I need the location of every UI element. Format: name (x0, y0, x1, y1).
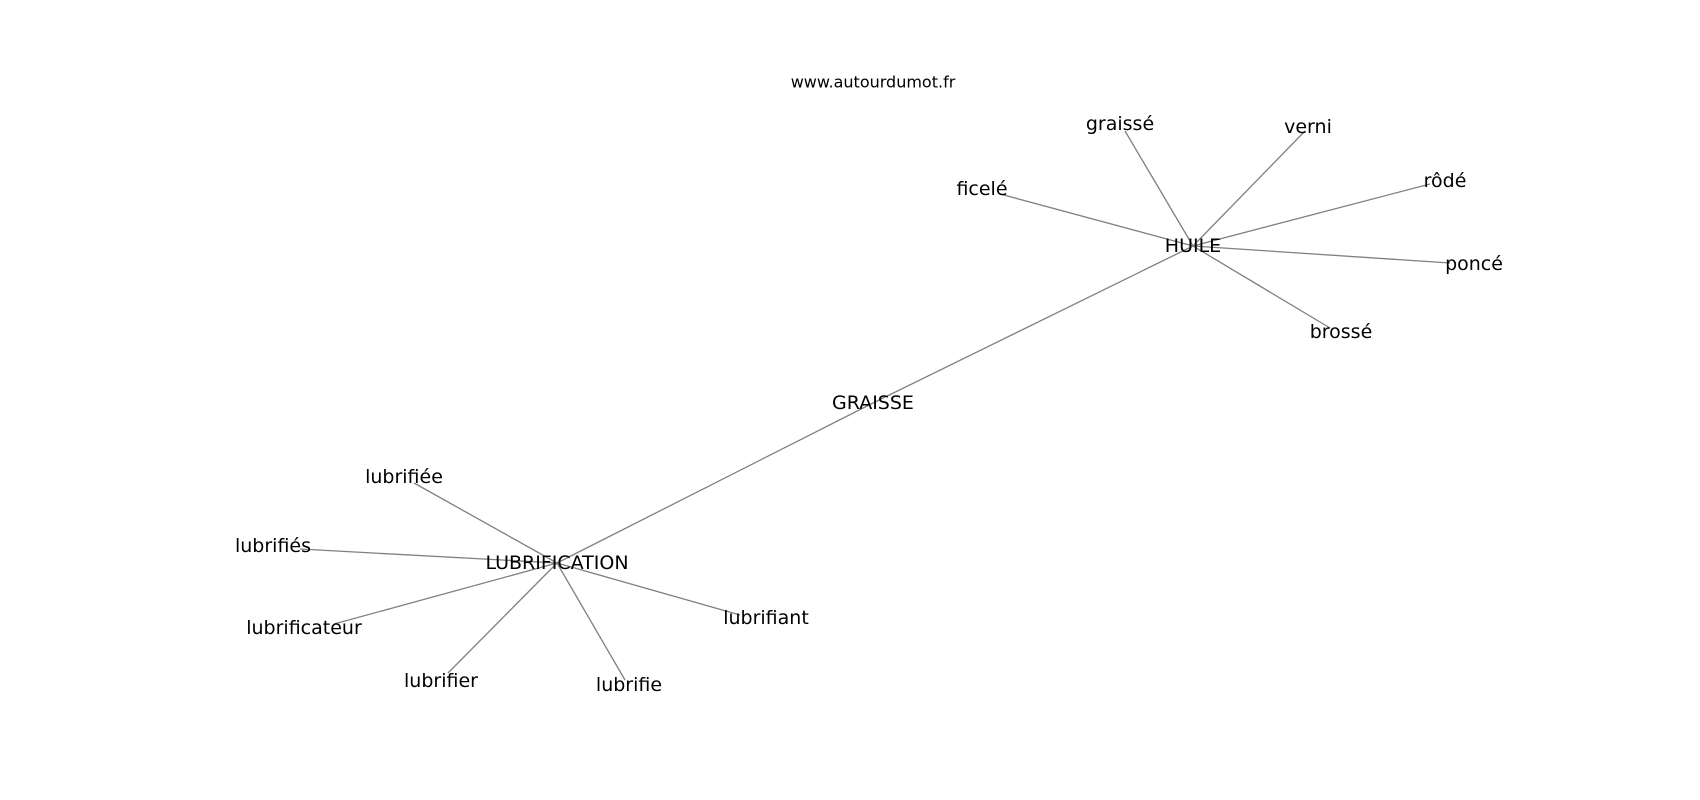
edge-hub-to-word (1124, 130, 1194, 247)
word-node[interactable]: rôdé (1424, 170, 1467, 192)
word-node[interactable]: brossé (1310, 321, 1373, 343)
edge-hub-to-word (333, 562, 558, 625)
source-label[interactable]: www.autourdumot.fr (791, 73, 956, 92)
word-node[interactable]: lubrifier (404, 670, 478, 692)
edge-hub-to-word (299, 548, 558, 564)
edge-hub-to-word (556, 562, 626, 681)
word-node[interactable]: ficelé (956, 178, 1007, 200)
word-node[interactable]: poncé (1445, 253, 1503, 275)
hub-node[interactable]: LUBRIFICATION (485, 552, 628, 574)
edge-hub-to-word (999, 193, 1194, 247)
edge-hub-to-word (447, 562, 558, 674)
word-node[interactable]: lubrifiée (365, 466, 443, 488)
edges-layer (299, 130, 1451, 681)
edge-center-to-hub (556, 402, 874, 564)
edge-hub-to-word (1192, 245, 1331, 329)
hub-node[interactable]: HUILE (1165, 235, 1221, 257)
word-node[interactable]: lubrifie (596, 674, 662, 696)
edge-hub-to-word (1192, 245, 1451, 264)
word-node[interactable]: verni (1284, 116, 1332, 138)
edge-hub-to-word (556, 562, 741, 616)
word-node[interactable]: graissé (1086, 113, 1154, 135)
edge-hub-to-word (1192, 183, 1431, 247)
edge-center-to-hub (872, 245, 1194, 404)
center-word-node[interactable]: GRAISSE (832, 392, 914, 414)
edge-hub-to-word (413, 482, 558, 564)
word-node[interactable]: lubrifiés (235, 535, 311, 557)
labels-layer: www.autourdumot.fr GRAISSE HUILE graissé v… (235, 73, 1503, 697)
word-node[interactable]: lubrificateur (246, 617, 362, 639)
word-node[interactable]: lubrifiant (723, 607, 809, 629)
edge-hub-to-word (1192, 130, 1306, 247)
